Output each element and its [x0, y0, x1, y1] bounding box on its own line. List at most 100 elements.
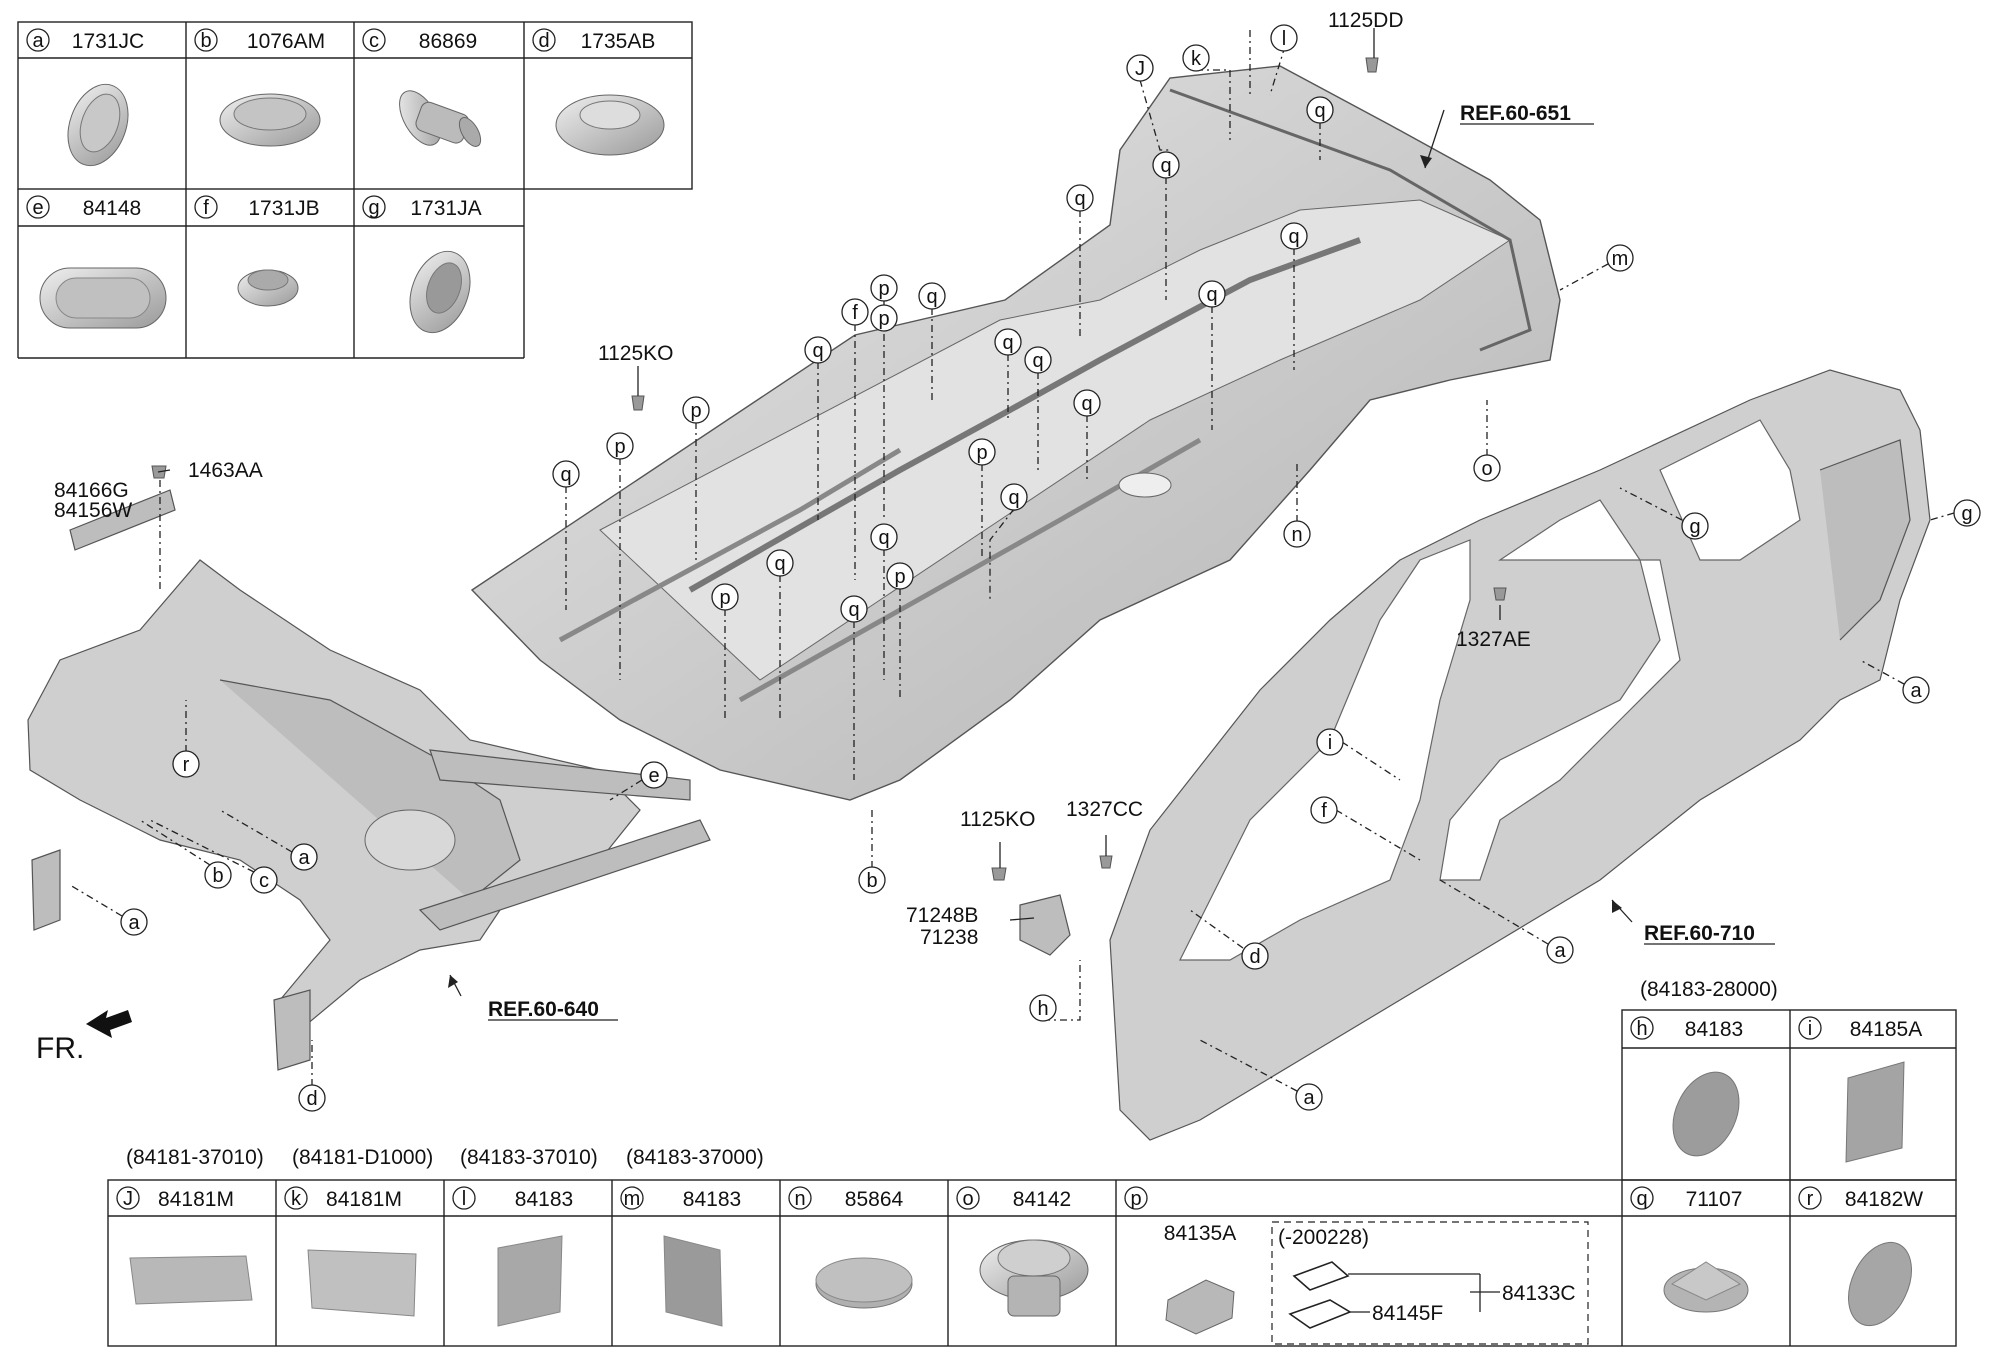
cell-letter: d	[538, 30, 549, 52]
front-direction-indicator: FR.	[36, 1010, 132, 1065]
cell-part-number: 1076AM	[247, 30, 325, 53]
callout-q: q	[840, 595, 868, 623]
callout-letter: q	[878, 527, 889, 549]
label-71238: 71238	[920, 926, 978, 949]
callout-p: p	[682, 396, 710, 424]
table-cell-q: q 71107	[1630, 1186, 1749, 1313]
plug-f-image	[237, 269, 299, 307]
note-m: (84183-37000)	[626, 1146, 764, 1169]
p-date-note: (-200228)	[1278, 1226, 1369, 1249]
callout-h: h	[1029, 994, 1057, 1022]
ref-60-651: REF.60-651	[1460, 102, 1571, 125]
cell-part-number: 84181M	[326, 1188, 402, 1211]
label-1327CC: 1327CC	[1066, 798, 1143, 821]
small-components	[151, 57, 1507, 956]
callout-p: p	[870, 304, 898, 332]
cell-part-number: 1731JA	[410, 197, 481, 220]
callout-g: g	[1953, 499, 1981, 527]
callout-letter: q	[1206, 284, 1217, 306]
callout-f: f	[1310, 796, 1338, 824]
callout-letter: d	[306, 1088, 317, 1110]
callout-letter: p	[894, 566, 905, 588]
note-J: (84181-37010)	[126, 1146, 264, 1169]
callout-letter: q	[1314, 100, 1325, 122]
cell-letter: q	[1636, 1188, 1647, 1210]
callout-q: q	[1152, 151, 1180, 179]
callout-a: a	[120, 908, 148, 936]
note-k: (84181-D1000)	[292, 1146, 433, 1169]
callout-letter: r	[183, 754, 190, 776]
cell-part-number: 71107	[1686, 1188, 1743, 1211]
part-number-labels: 1125DD 1125KO 1463AA 84166G 84156W 1327A…	[54, 9, 1531, 949]
callout-r: r	[172, 750, 200, 778]
table-cell-a: a 1731JC	[26, 28, 144, 53]
table-cell-m: m 84183	[620, 1186, 741, 1327]
label-71248B: 71248B	[906, 904, 978, 927]
callout-q: q	[918, 282, 946, 310]
cell-part-number: 1731JB	[248, 197, 319, 220]
callout-letter: b	[212, 865, 223, 887]
callout-letter: a	[1303, 1087, 1315, 1109]
callout-p: p	[870, 274, 898, 302]
cell-part-number: 1731JC	[72, 30, 144, 53]
cell-part-number: 84182W	[1845, 1188, 1923, 1211]
callout-q: q	[1073, 389, 1101, 417]
table-cell-o: o 84142	[956, 1186, 1089, 1317]
cell-letter: n	[794, 1188, 805, 1210]
callout-letter: n	[1291, 524, 1302, 546]
callout-letter: p	[878, 308, 889, 330]
cell-part-number: 1735AB	[581, 30, 656, 53]
callout-p: p	[886, 562, 914, 590]
callout-d: d	[298, 1084, 326, 1112]
callout-letter: g	[1689, 516, 1700, 538]
cell-part-number: 84183	[683, 1188, 741, 1211]
callout-letter: o	[1481, 458, 1492, 480]
callout-letter: k	[1191, 48, 1202, 70]
callout-n: n	[1283, 520, 1311, 548]
callout-letter: d	[1249, 946, 1260, 968]
table-cell-b: b 1076AM	[194, 28, 325, 53]
callout-letter: q	[812, 340, 823, 362]
callout-letter: i	[1328, 732, 1332, 754]
label-1125DD: 1125DD	[1328, 9, 1404, 32]
callout-p: p	[711, 583, 739, 611]
callout-letter: h	[1037, 998, 1048, 1020]
reference-labels: REF.60-651 REF.60-640 REF.60-710	[488, 102, 1775, 1021]
table-cell-r: r 84182W	[1798, 1186, 1923, 1327]
p-part-84135A: 84135A	[1164, 1222, 1236, 1245]
callout-letter: a	[298, 847, 310, 869]
callout-letter: J	[1135, 58, 1145, 80]
callout-q: q	[1000, 483, 1028, 511]
table-cell-e: e 84148	[26, 195, 141, 220]
callout-c: c	[250, 866, 278, 894]
callout-letter: q	[1160, 155, 1171, 177]
table-cell-c: c 86869	[362, 28, 477, 53]
table-cell-i: i 84185A	[1798, 1016, 1922, 1163]
callout-i: i	[1316, 728, 1344, 756]
callout-letter: p	[690, 400, 701, 422]
label-1463AA: 1463AA	[188, 459, 263, 482]
front-arrow-icon	[86, 1010, 132, 1038]
callout-q: q	[1024, 346, 1052, 374]
cell-part-number: 84183	[1685, 1018, 1743, 1041]
cell-part-number: 84148	[83, 197, 141, 220]
cell-letter: c	[369, 30, 379, 52]
cell-part-number: 84183	[515, 1188, 573, 1211]
callout-letter: p	[719, 587, 730, 609]
callout-letter: a	[1554, 940, 1566, 962]
cell-part-number: 84142	[1013, 1188, 1071, 1211]
table-cell-k: k 84181M	[284, 1186, 417, 1317]
table-cell-n: n 85864	[788, 1186, 913, 1309]
callout-letter: q	[848, 599, 859, 621]
callout-letter: q	[1008, 487, 1019, 509]
cell-part-number: 86869	[419, 30, 477, 53]
label-84166G: 84166G	[54, 479, 129, 502]
table-cell-f: f 1731JB	[194, 195, 320, 220]
cell-letter: b	[200, 30, 211, 52]
cell-letter: i	[1808, 1018, 1812, 1040]
callout-a: a	[1902, 676, 1930, 704]
plug-g-image	[409, 250, 471, 334]
note-l: (84183-37010)	[460, 1146, 598, 1169]
bottom-parts-table: (84181-37010) (84181-D1000) (84183-37010…	[107, 1146, 1957, 1347]
